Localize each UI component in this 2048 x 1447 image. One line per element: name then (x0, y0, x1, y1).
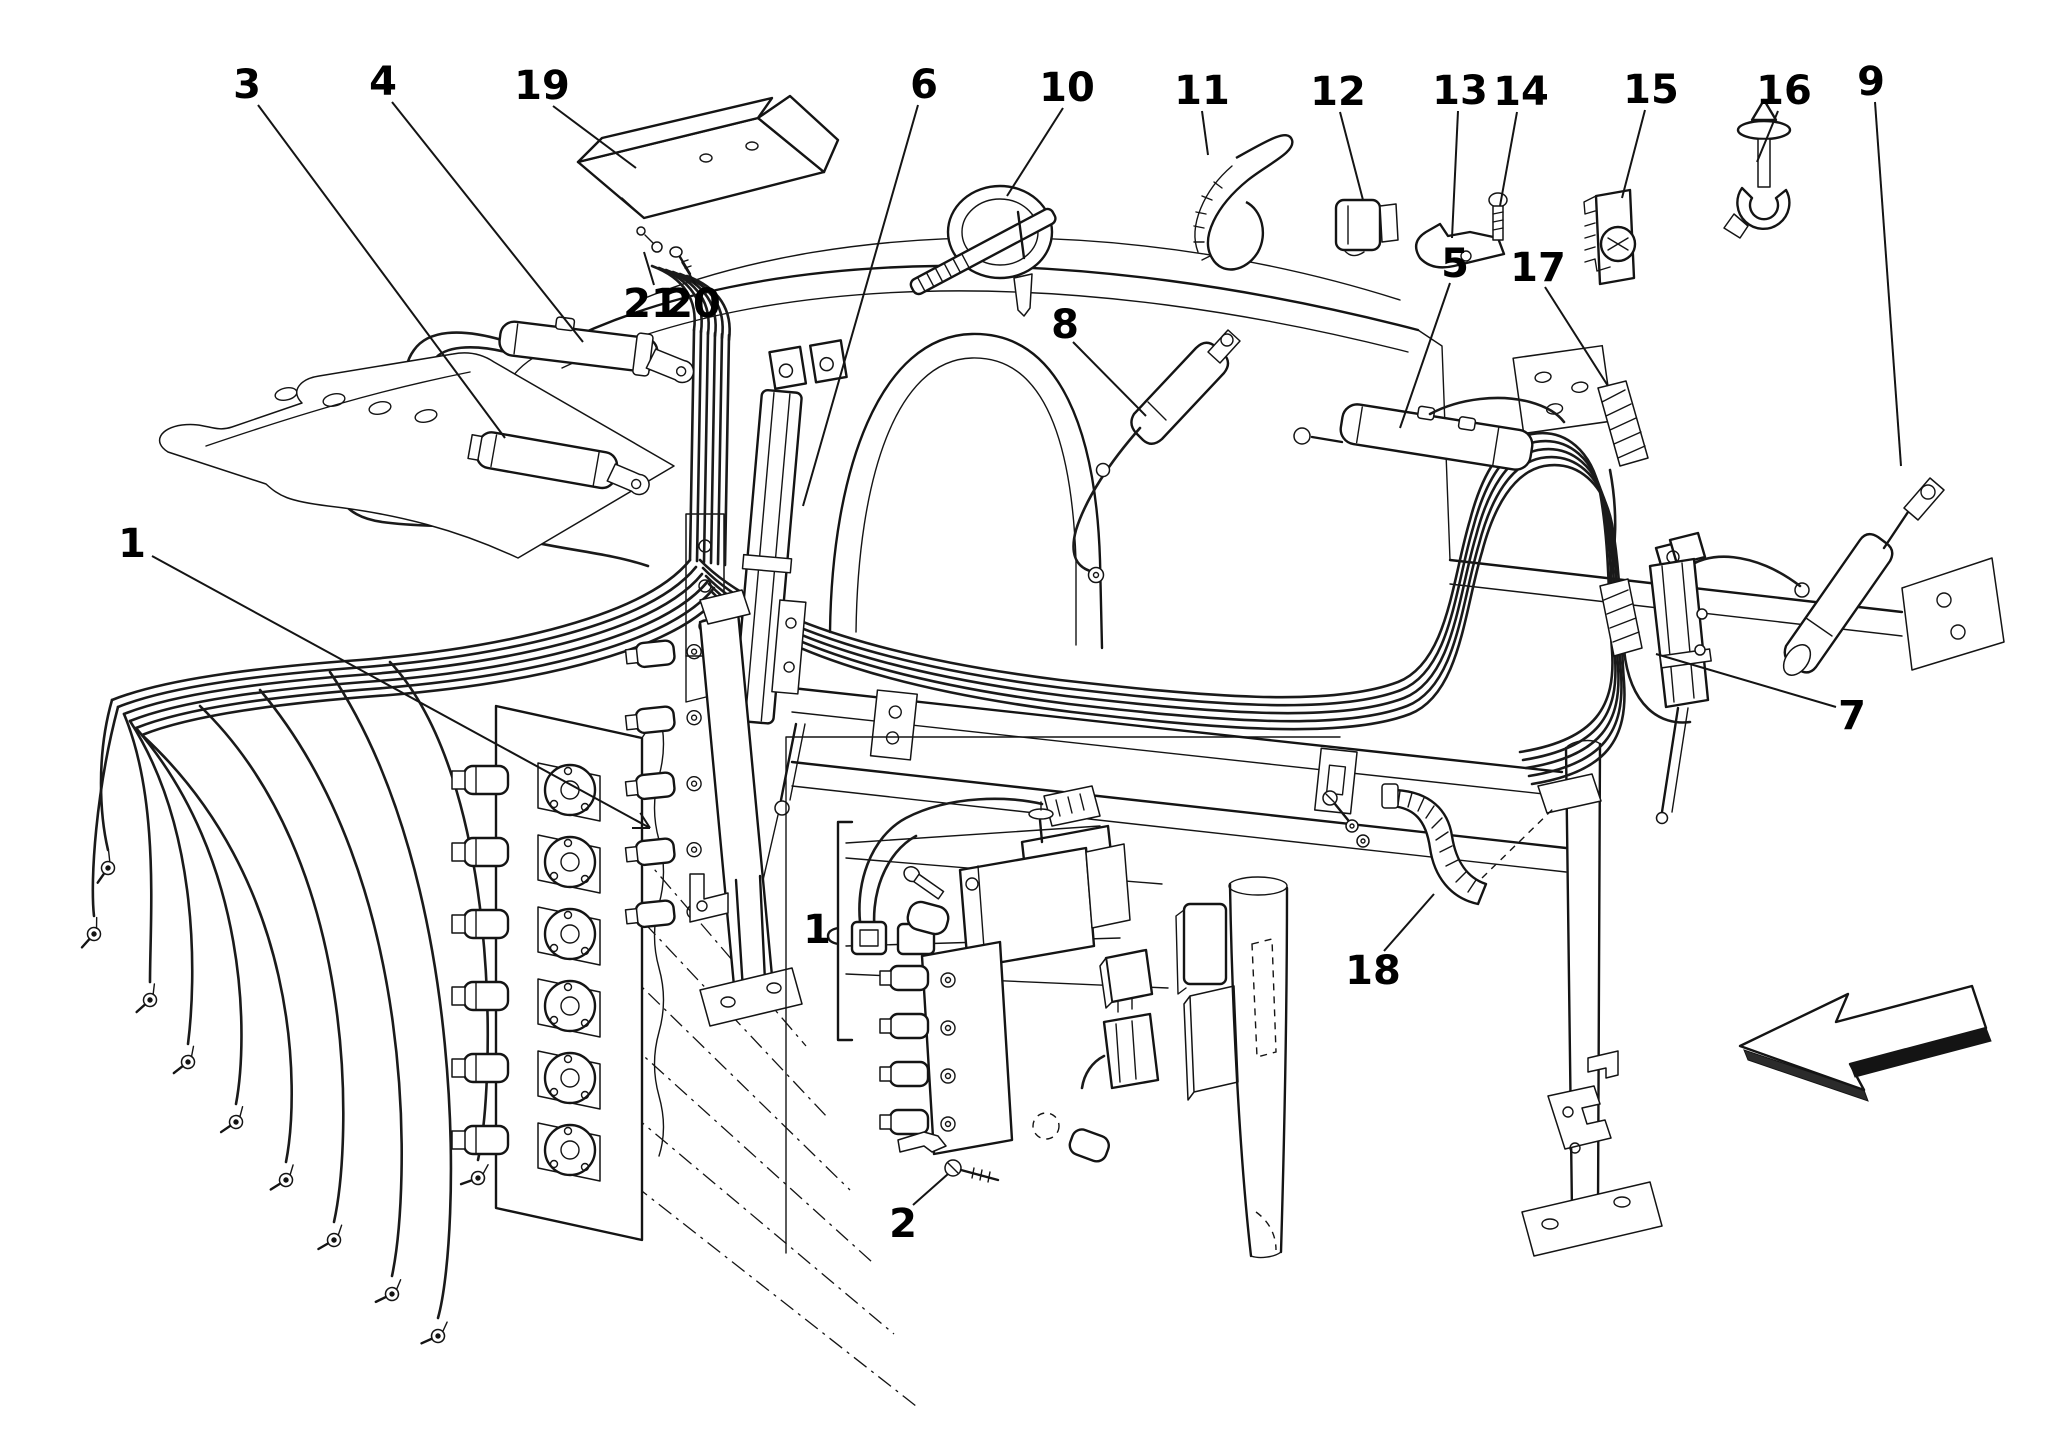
callout-10: 10 (1039, 65, 1095, 111)
strap-screw (1322, 790, 1370, 848)
leader-line-14 (1499, 111, 1518, 207)
callout-8: 8 (1051, 302, 1079, 348)
leader-line-17 (1544, 286, 1609, 387)
part-21-rivet (636, 226, 663, 253)
part-9-cylinder (1663, 477, 1945, 676)
part-12-clip (1334, 198, 1399, 257)
callout-20: 20 (665, 281, 721, 327)
leader-line-20 (681, 261, 697, 286)
leader-line-1 (151, 555, 651, 829)
part-7-cylinder (1648, 531, 1712, 825)
part-5-cylinder (1293, 396, 1566, 471)
leader-line-9 (1874, 101, 1902, 467)
hose-tails (91, 660, 489, 1320)
callout-21: 21 (623, 281, 679, 327)
leader-line-11 (1201, 110, 1209, 156)
leader-line-4 (391, 101, 584, 343)
part-13-bracket (1414, 222, 1506, 269)
callout-14: 14 (1493, 69, 1549, 115)
leader-line-19 (552, 105, 637, 169)
part-3-cylinder (467, 431, 650, 496)
part-19-bracket (576, 94, 840, 276)
callout-16: 16 (1756, 68, 1812, 114)
leader-line-18 (1383, 893, 1435, 952)
valve-block (450, 704, 665, 1242)
part-17-sleeve (1597, 380, 1649, 657)
callout-6: 6 (910, 62, 938, 108)
callout-17: 17 (1510, 245, 1566, 291)
leader-line-13 (1451, 110, 1459, 239)
car-body-structure (509, 237, 2005, 1257)
part-2-screw (944, 1159, 1000, 1183)
leader-line-21 (643, 251, 655, 286)
part-16-push-clip (1723, 98, 1792, 239)
hose-fittings (74, 850, 495, 1351)
callout-3: 3 (233, 62, 261, 108)
solenoid-stack (623, 589, 803, 1027)
leader-line-12 (1339, 111, 1364, 201)
direction-arrow (1738, 984, 1992, 1102)
callout-18: 18 (1345, 948, 1401, 994)
leader-line-6 (802, 104, 919, 507)
callout-13: 13 (1432, 68, 1488, 114)
callout-2: 2 (889, 1201, 917, 1247)
leader-line-7 (1655, 653, 1837, 708)
part-11-cable-tie (1193, 134, 1294, 271)
callout-9: 9 (1857, 59, 1885, 105)
support-pillar (1521, 739, 1663, 1257)
callout-12: 12 (1310, 69, 1366, 115)
callout-5: 5 (1441, 241, 1469, 287)
inset-detail (785, 736, 1341, 1259)
leader-line-8 (1072, 341, 1147, 417)
callout-19: 19 (514, 63, 570, 109)
part-8-cylinder (1072, 329, 1241, 584)
callout-15: 15 (1623, 67, 1679, 113)
callout-1: 1 (803, 907, 831, 953)
callout-1: 1 (118, 521, 146, 567)
inset-screw (903, 866, 945, 900)
callout-11: 11 (1174, 68, 1230, 114)
leader-line-15 (1621, 109, 1646, 199)
leader-line-2 (912, 1173, 949, 1206)
leader-line-16 (1756, 110, 1779, 163)
callout-7: 7 (1838, 693, 1866, 739)
part-14-screw (1488, 192, 1508, 241)
callout-4: 4 (369, 59, 397, 105)
leader-line-3 (257, 104, 506, 439)
part-18-strap (1322, 783, 1557, 906)
leader-line-10 (1006, 107, 1064, 197)
part-15-clamp-block (1583, 188, 1637, 286)
rear-deck-panel (158, 352, 675, 559)
leader-line-5 (1399, 282, 1451, 429)
part-4-cylinder (498, 316, 695, 384)
part-10-tie-mount (909, 184, 1057, 317)
